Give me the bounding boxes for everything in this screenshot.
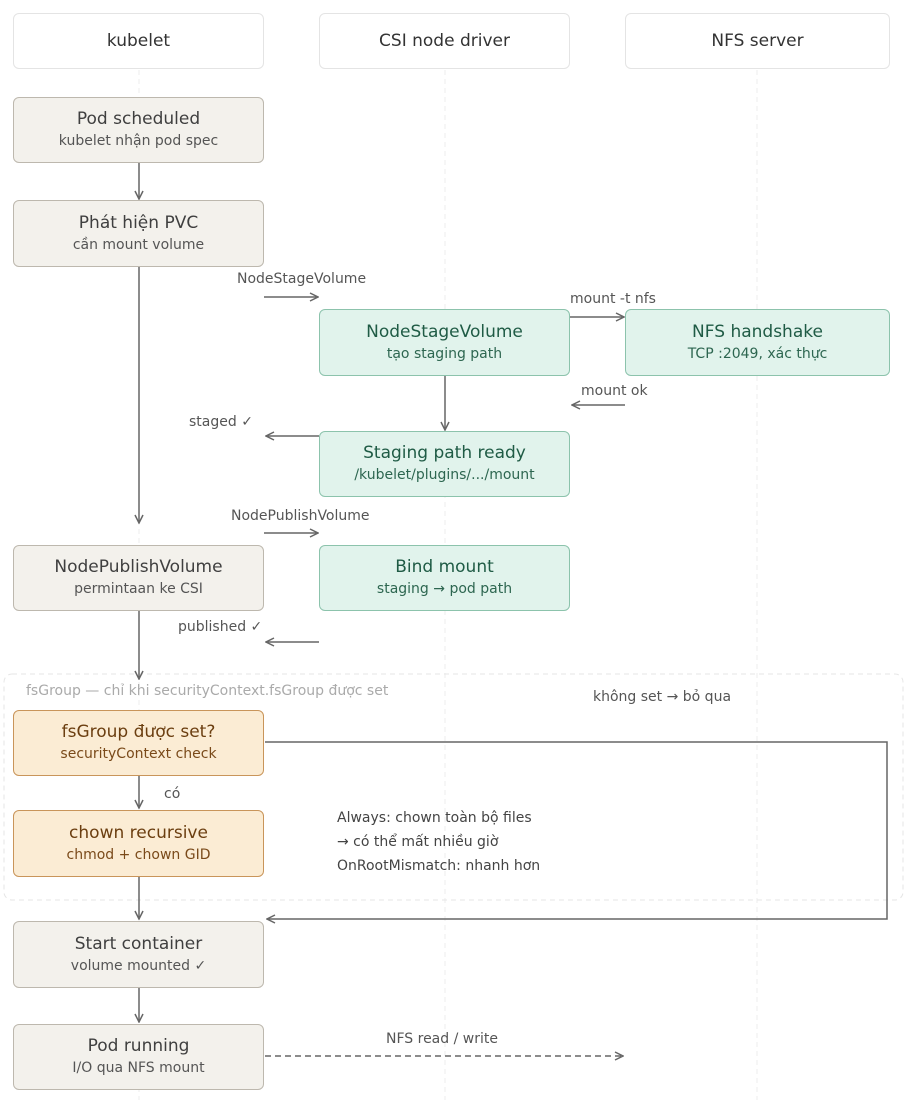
node-title: NodePublishVolume — [54, 557, 223, 578]
label-published: published ✓ — [178, 619, 263, 635]
arrow-skip-fsgroup — [265, 741, 888, 919]
node-title: Bind mount — [395, 557, 494, 578]
node-pod-scheduled: Pod scheduled kubelet nhận pod spec — [13, 97, 264, 163]
node-node-stage-volume: NodeStageVolume tạo staging path — [319, 309, 570, 376]
lane-label: kubelet — [106, 31, 171, 51]
node-title: Staging path ready — [363, 443, 526, 464]
node-title: NodeStageVolume — [366, 321, 523, 342]
node-title: Start container — [74, 933, 203, 954]
node-pod-running: Pod running I/O qua NFS mount — [13, 1024, 264, 1090]
node-bind-mount: Bind mount staging → pod path — [319, 545, 570, 611]
note-line: Always: chown toàn bộ files — [337, 810, 532, 826]
node-subtitle: tạo staging path — [386, 345, 503, 362]
lane-label: CSI node driver — [379, 31, 510, 51]
label-node-publish-call: NodePublishVolume — [231, 508, 370, 524]
node-subtitle: chmod + chown GID — [66, 846, 211, 863]
label-co: có — [164, 786, 181, 802]
fsgroup-group-border — [3, 673, 904, 901]
label-nfs-io: NFS read / write — [386, 1031, 498, 1047]
node-start-container: Start container volume mounted ✓ — [13, 921, 264, 988]
label-staged: staged ✓ — [189, 414, 253, 430]
node-nfs-handshake: NFS handshake TCP :2049, xác thực — [625, 309, 890, 376]
node-title: NFS handshake — [692, 321, 823, 342]
node-subtitle: permintaan ke CSI — [74, 581, 203, 598]
label-mount-ok: mount ok — [581, 383, 648, 399]
node-subtitle: securityContext check — [60, 746, 217, 763]
node-title: Pod scheduled — [76, 109, 201, 130]
lane-header-nfs: NFS server — [625, 13, 890, 69]
lane-header-kubelet: kubelet — [13, 13, 264, 69]
node-title: fsGroup được set? — [61, 722, 216, 743]
lane-header-csi: CSI node driver — [319, 13, 570, 69]
node-node-publish-volume: NodePublishVolume permintaan ke CSI — [13, 545, 264, 611]
label-skip-fsgroup: không set → bỏ qua — [593, 689, 732, 705]
fsgroup-group-title: fsGroup — chỉ khi securityContext.fsGrou… — [26, 683, 389, 699]
node-title: chown recursive — [69, 822, 208, 843]
node-title: Pod running — [87, 1036, 190, 1057]
label-mount-nfs: mount -t nfs — [570, 291, 656, 307]
node-title: Phát hiện PVC — [78, 212, 199, 233]
label-node-stage-call: NodeStageVolume — [237, 271, 367, 287]
node-staging-path-ready: Staging path ready /kubelet/plugins/.../… — [319, 431, 570, 497]
note-line: → có thể mất nhiều giờ — [337, 834, 499, 850]
note-line: OnRootMismatch: nhanh hơn — [337, 858, 541, 874]
node-subtitle: staging → pod path — [376, 581, 513, 598]
node-subtitle: /kubelet/plugins/.../mount — [354, 467, 535, 484]
node-subtitle: TCP :2049, xác thực — [687, 345, 828, 362]
node-subtitle: I/O qua NFS mount — [72, 1060, 205, 1077]
lane-label: NFS server — [711, 31, 804, 51]
node-fsgroup-set: fsGroup được set? securityContext check — [13, 710, 264, 776]
node-subtitle: cần mount volume — [72, 236, 205, 253]
node-subtitle: volume mounted ✓ — [70, 957, 207, 974]
node-detect-pvc: Phát hiện PVC cần mount volume — [13, 200, 264, 267]
fsgroup-note: Always: chown toàn bộ files → có thể mất… — [337, 806, 540, 878]
node-subtitle: kubelet nhận pod spec — [58, 133, 219, 150]
node-chown-recursive: chown recursive chmod + chown GID — [13, 810, 264, 877]
